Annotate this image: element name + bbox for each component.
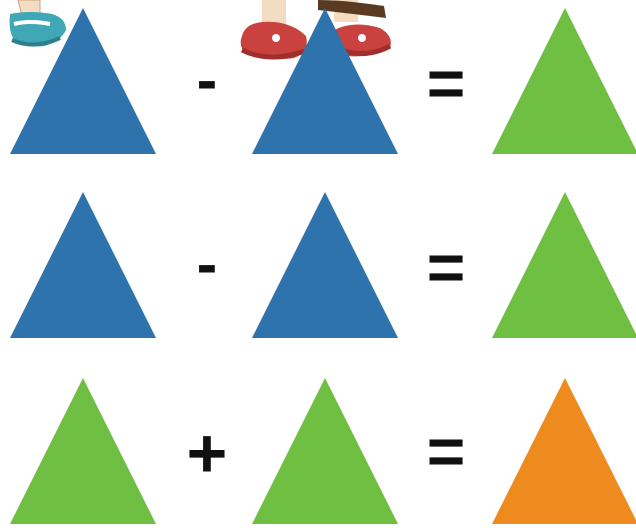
row2-left-blue-triangle xyxy=(10,192,156,338)
row3-result-orange-triangle xyxy=(492,378,636,524)
row3-right-green-triangle xyxy=(252,378,398,524)
row2-right-blue-triangle xyxy=(252,192,398,338)
row3-plus-operator: + xyxy=(186,414,228,492)
row2-minus-operator: - xyxy=(196,230,218,299)
row1-left-blue-triangle xyxy=(10,8,156,154)
row3-equals-sign: = xyxy=(426,414,466,488)
cartoon-feet-teal-shoe xyxy=(0,0,80,60)
row2-result-green-triangle xyxy=(492,192,636,338)
cartoon-feet-red-shoes xyxy=(234,0,394,80)
row1-equals-sign: = xyxy=(426,46,466,120)
row1-minus-operator: - xyxy=(196,46,218,115)
row3-left-green-triangle xyxy=(10,378,156,524)
row1-result-green-triangle xyxy=(492,8,636,154)
row1-right-blue-triangle xyxy=(252,8,398,154)
row2-equals-sign: = xyxy=(426,230,466,304)
